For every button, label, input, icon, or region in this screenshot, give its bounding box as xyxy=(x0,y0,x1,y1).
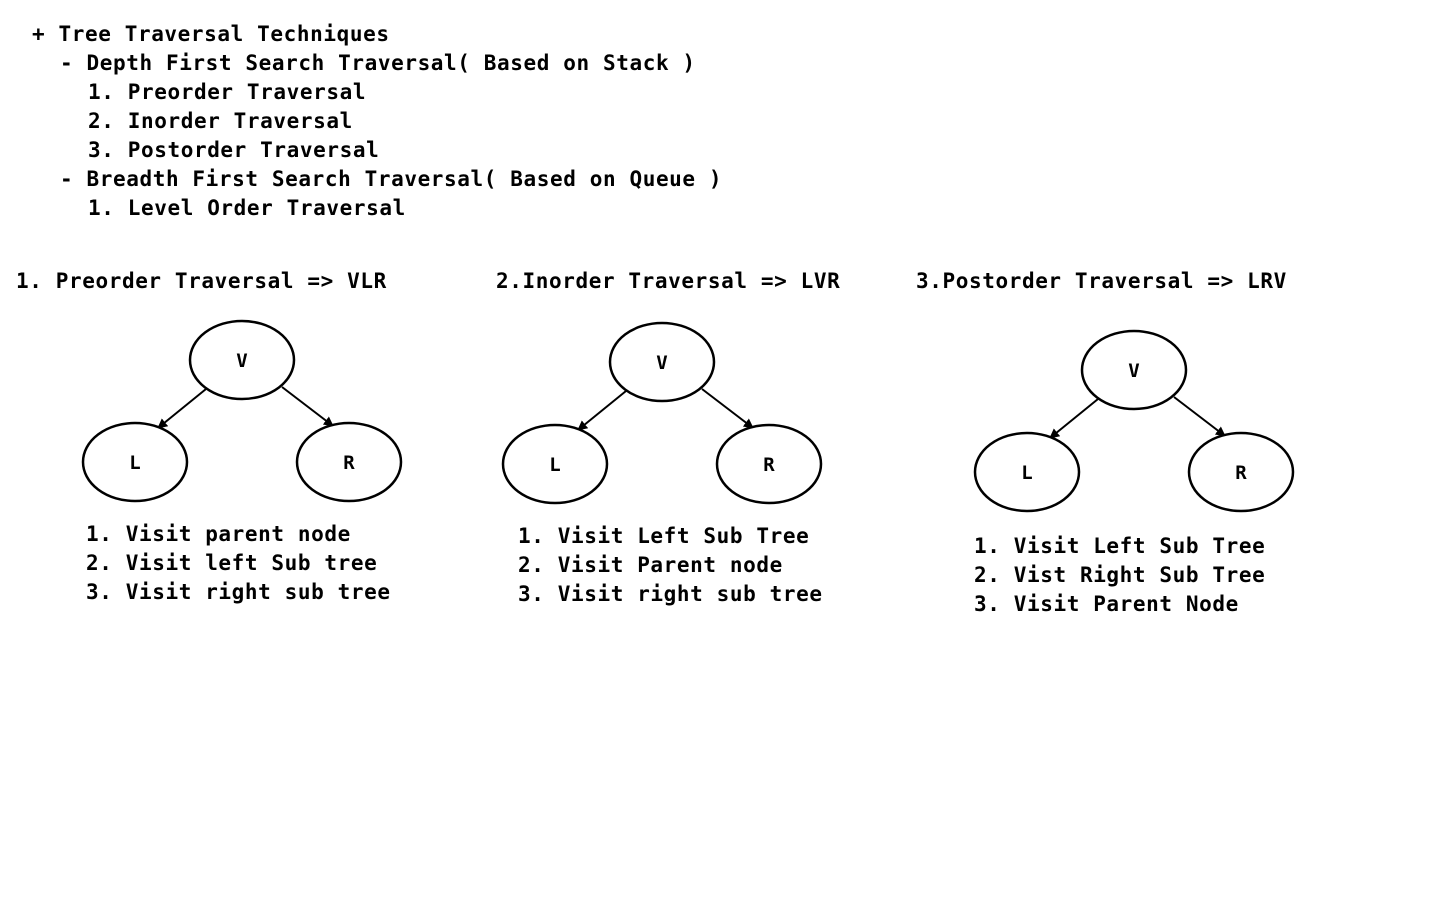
edge-root-to-left xyxy=(157,388,207,429)
node-root xyxy=(1080,329,1188,411)
outline-dfs-item-preorder: 1. Preorder Traversal xyxy=(88,80,367,104)
postorder-heading: 3.Postorder Traversal => LRV xyxy=(916,269,1287,293)
node-right-label: R xyxy=(763,454,775,476)
edge-root-to-right xyxy=(281,386,334,427)
node-left xyxy=(81,421,189,503)
node-left-label: L xyxy=(129,452,140,474)
outline-dfs-item-postorder: 3. Postorder Traversal xyxy=(88,138,380,162)
node-left-label: L xyxy=(549,454,560,476)
postorder-tree-diagram: V L R xyxy=(973,329,1295,513)
outline-title: + Tree Traversal Techniques xyxy=(32,22,390,46)
node-left-label: L xyxy=(1021,462,1032,484)
outline-dfs-item-inorder: 2. Inorder Traversal xyxy=(88,109,353,133)
postorder-step-3: 3. Visit Parent Node xyxy=(974,592,1239,616)
preorder-tree-diagram: V L R xyxy=(81,319,403,503)
preorder-step-3: 3. Visit right sub tree xyxy=(86,580,391,604)
inorder-step-2: 2. Visit Parent node xyxy=(518,553,783,577)
postorder-step-2: 2. Vist Right Sub Tree xyxy=(974,563,1266,587)
node-right-label: R xyxy=(343,452,355,474)
node-right xyxy=(1187,431,1295,513)
inorder-step-1: 1. Visit Left Sub Tree xyxy=(518,524,810,548)
node-root xyxy=(608,321,716,403)
node-root-label: V xyxy=(1128,360,1139,382)
outline-dfs-heading: - Depth First Search Traversal( Based on… xyxy=(60,51,696,75)
node-right xyxy=(295,421,403,503)
node-root-label: V xyxy=(656,352,667,374)
node-right-label: R xyxy=(1235,462,1247,484)
node-left xyxy=(973,431,1081,513)
inorder-tree-diagram: V L R xyxy=(501,321,823,505)
node-left xyxy=(501,423,609,505)
outline-bfs-item-level-order: 1. Level Order Traversal xyxy=(88,196,406,220)
preorder-step-1: 1. Visit parent node xyxy=(86,522,351,546)
preorder-heading: 1. Preorder Traversal => VLR xyxy=(16,269,387,293)
inorder-step-3: 3. Visit right sub tree xyxy=(518,582,823,606)
edge-root-to-right xyxy=(701,388,754,429)
edge-root-to-right xyxy=(1173,396,1226,437)
edge-root-to-left xyxy=(577,390,627,431)
node-root xyxy=(188,319,296,401)
node-right xyxy=(715,423,823,505)
outline-bfs-heading: - Breadth First Search Traversal( Based … xyxy=(60,167,723,191)
postorder-step-1: 1. Visit Left Sub Tree xyxy=(974,534,1266,558)
edge-root-to-left xyxy=(1049,398,1099,439)
preorder-step-2: 2. Visit left Sub tree xyxy=(86,551,378,575)
node-root-label: V xyxy=(236,350,247,372)
inorder-heading: 2.Inorder Traversal => LVR xyxy=(496,269,841,293)
